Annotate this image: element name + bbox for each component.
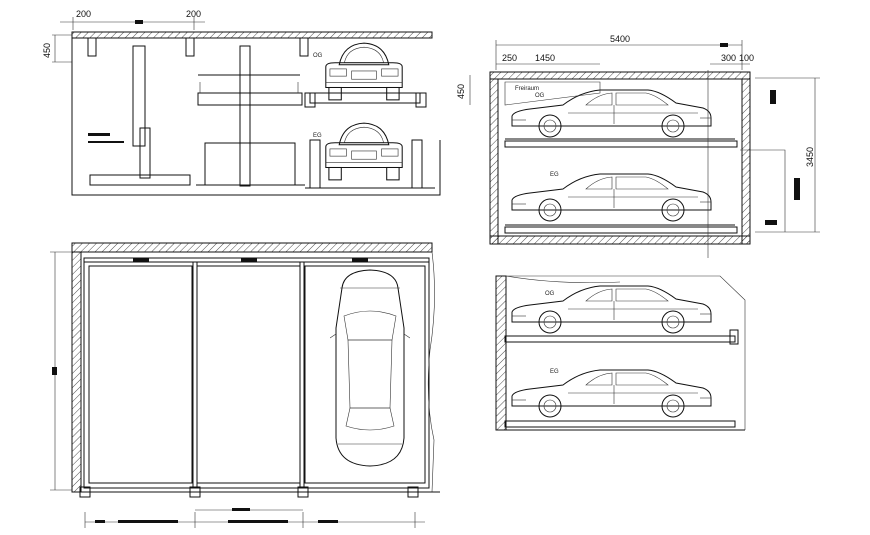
car-top-plan <box>330 269 410 467</box>
section2-lower-level-tag: EG <box>550 369 559 375</box>
section-left-offset-dim: 250 <box>502 53 517 63</box>
section-view-plain: OG EG <box>495 275 746 431</box>
clearance-note: Freiraum <box>515 86 539 92</box>
section-right-b-dim: 100 <box>739 53 754 63</box>
section-total-height-dim: 3450 <box>805 147 815 167</box>
car-side-upper-plain <box>511 285 712 334</box>
front-upper-level-tag: OG <box>313 53 323 59</box>
section-view-dimensioned: 5400 250 1450 300 100 450 Freiraum OG EG… <box>456 34 820 258</box>
section-right-a-dim: 300 <box>721 53 736 63</box>
plan-view <box>50 242 440 528</box>
section-span-dim: 1450 <box>535 53 555 63</box>
section2-upper-level-tag: OG <box>545 291 555 297</box>
front-lower-level-tag: EG <box>313 133 322 139</box>
section-lower-level-tag: EG <box>550 172 559 178</box>
front-right-dim: 200 <box>186 9 201 19</box>
car-front-upper <box>325 42 403 101</box>
front-left-dim: 200 <box>76 9 91 19</box>
section-width-dim: 5400 <box>610 34 630 44</box>
car-side-lower-section <box>511 173 712 222</box>
section-pit-dim: 450 <box>456 84 466 99</box>
front-elevation-view: 200 200 450 OG <box>42 9 441 196</box>
car-side-lower-plain <box>511 369 712 418</box>
car-front-lower <box>325 122 403 181</box>
section-upper-level-tag: OG <box>535 93 545 99</box>
front-height-dim: 450 <box>42 43 52 58</box>
